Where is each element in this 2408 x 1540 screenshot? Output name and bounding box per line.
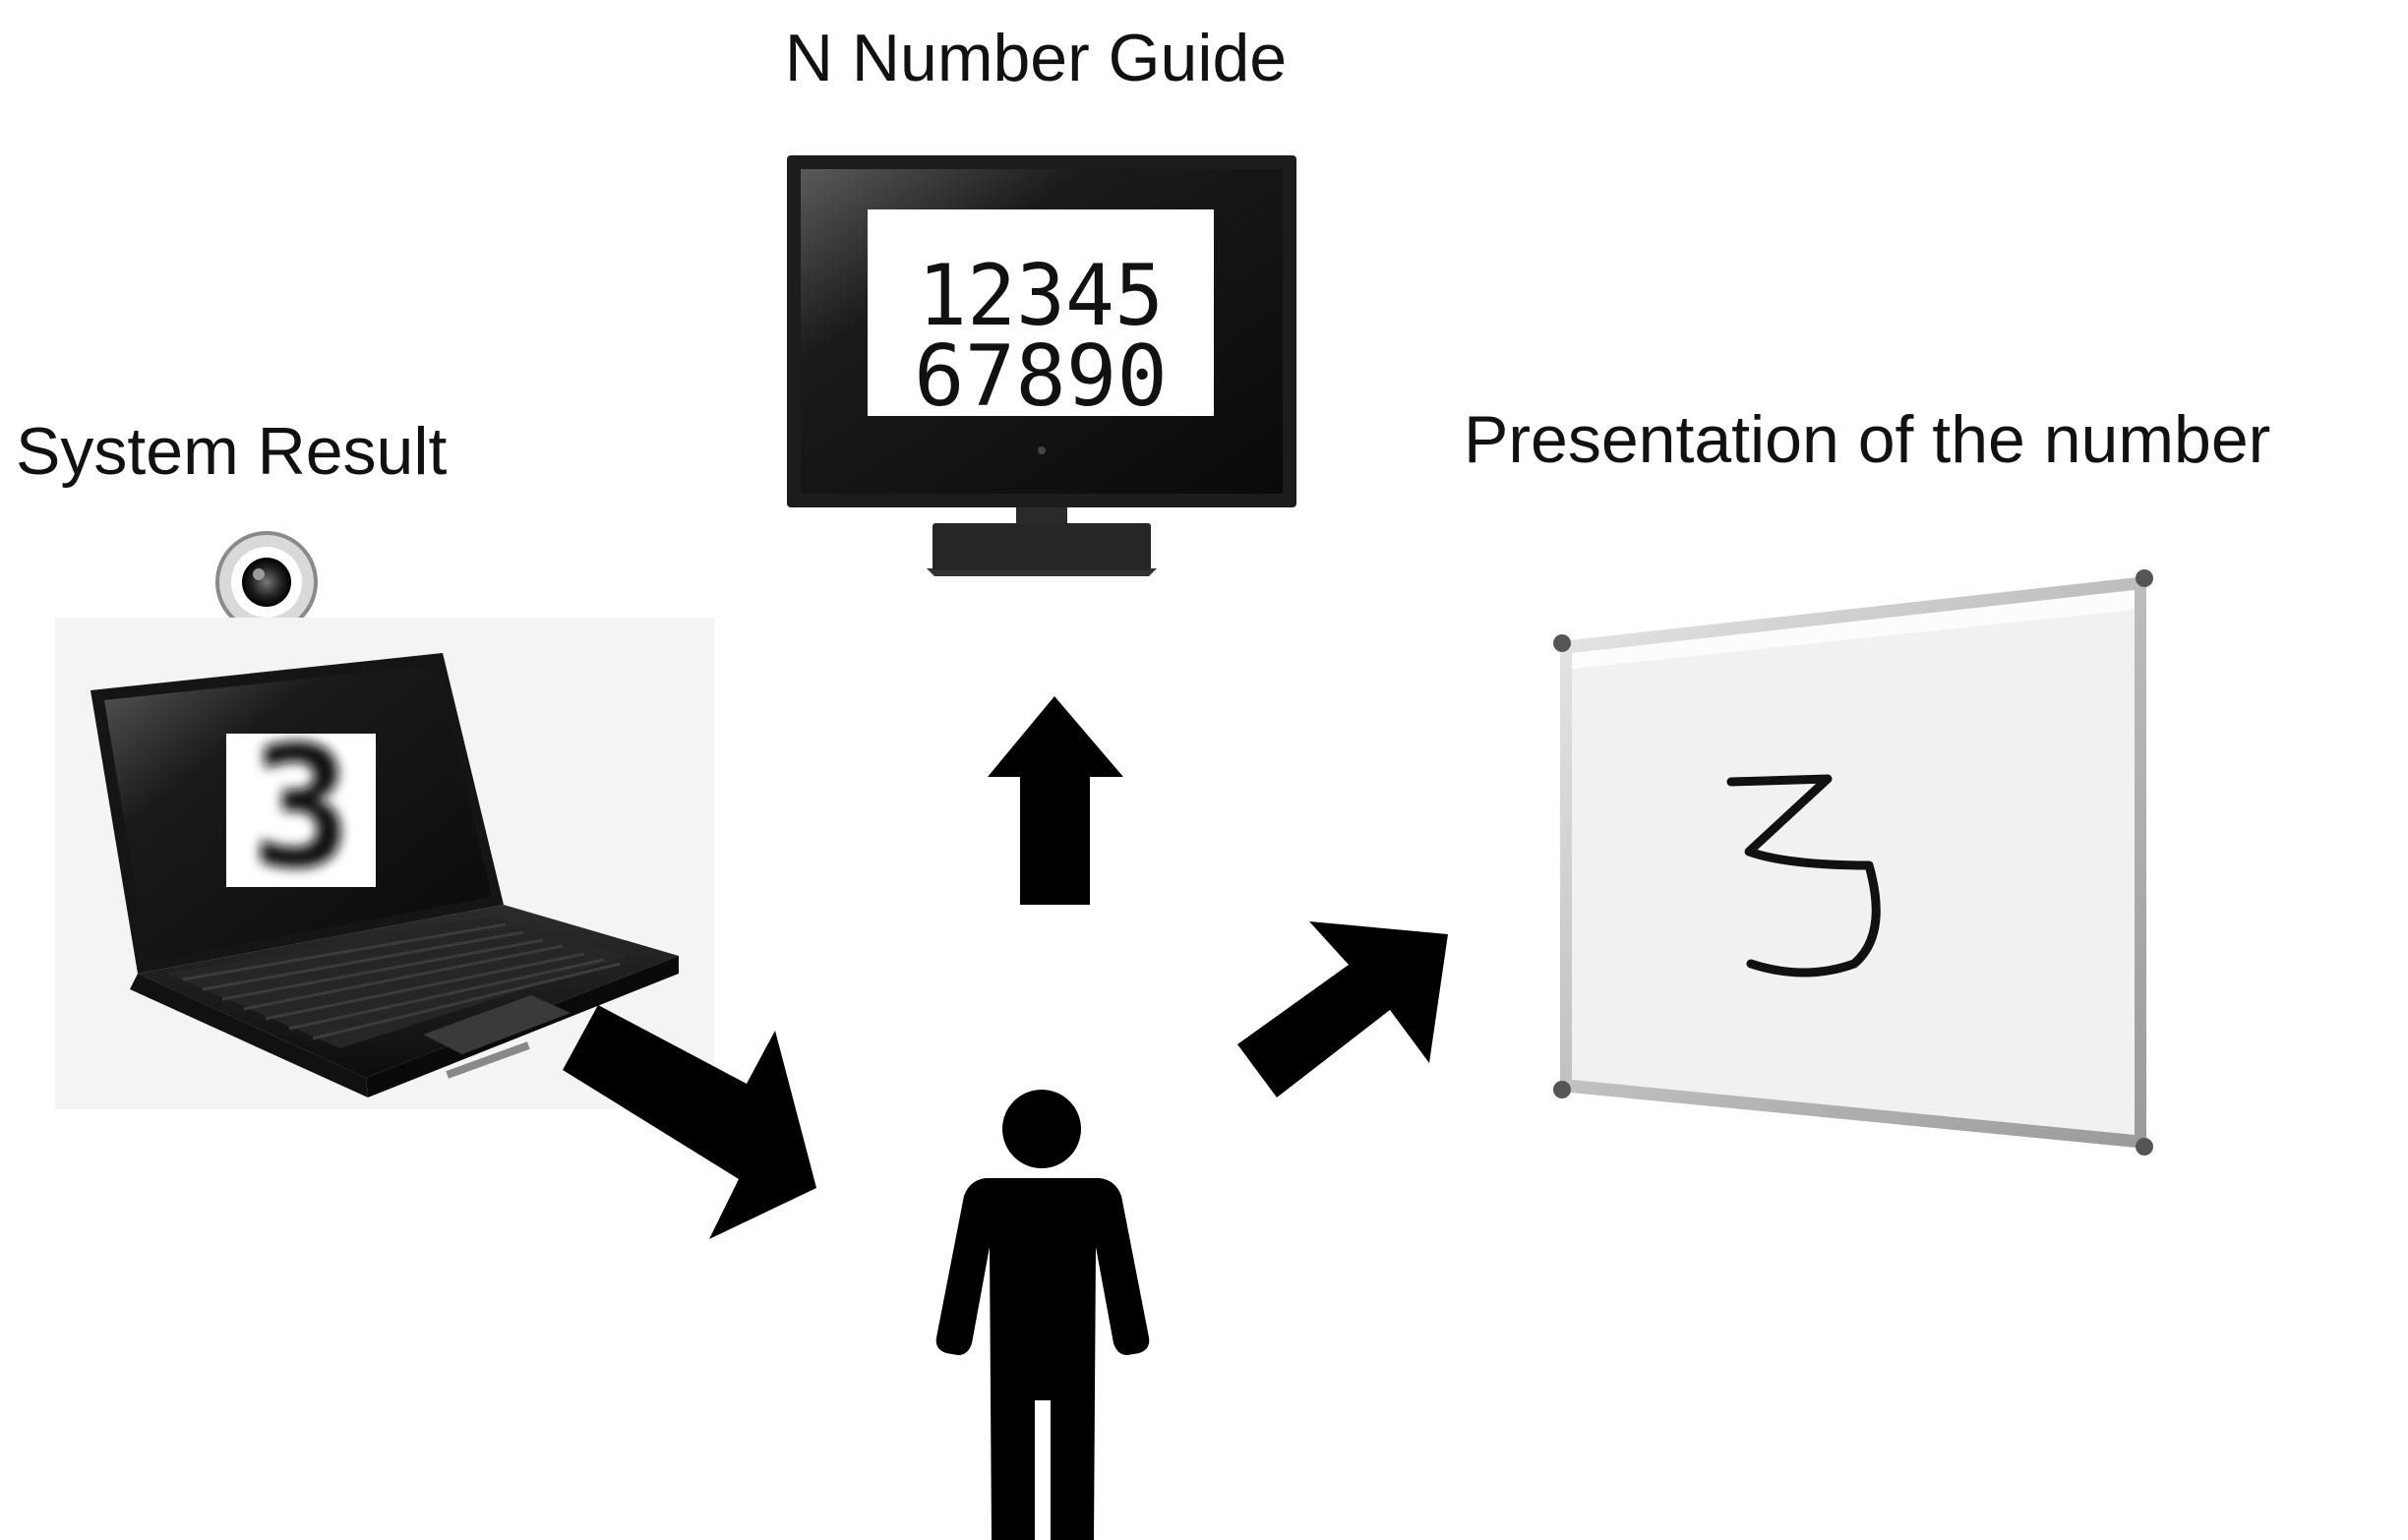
arrow-icon-person-to-board xyxy=(1237,921,1448,1097)
monitor-icon: 12345 67890 xyxy=(787,155,1296,576)
label-system-result: System Result xyxy=(16,414,447,489)
label-presentation: Presentation of the number xyxy=(1464,402,2270,477)
monitor-digits-row-1: 12345 xyxy=(918,247,1164,345)
whiteboard-icon xyxy=(1553,569,2153,1155)
arrow-icon-up xyxy=(988,696,1123,905)
monitor-digits-row-2: 67890 xyxy=(914,327,1168,426)
laptop-screen-digit: 3 xyxy=(251,711,351,906)
person-icon xyxy=(935,1090,1150,1540)
arrow-icon-laptop-to-person xyxy=(563,1005,816,1239)
label-number-guide: N Number Guide xyxy=(785,21,1287,95)
whiteboard-handwritten-digit xyxy=(1726,774,1881,977)
